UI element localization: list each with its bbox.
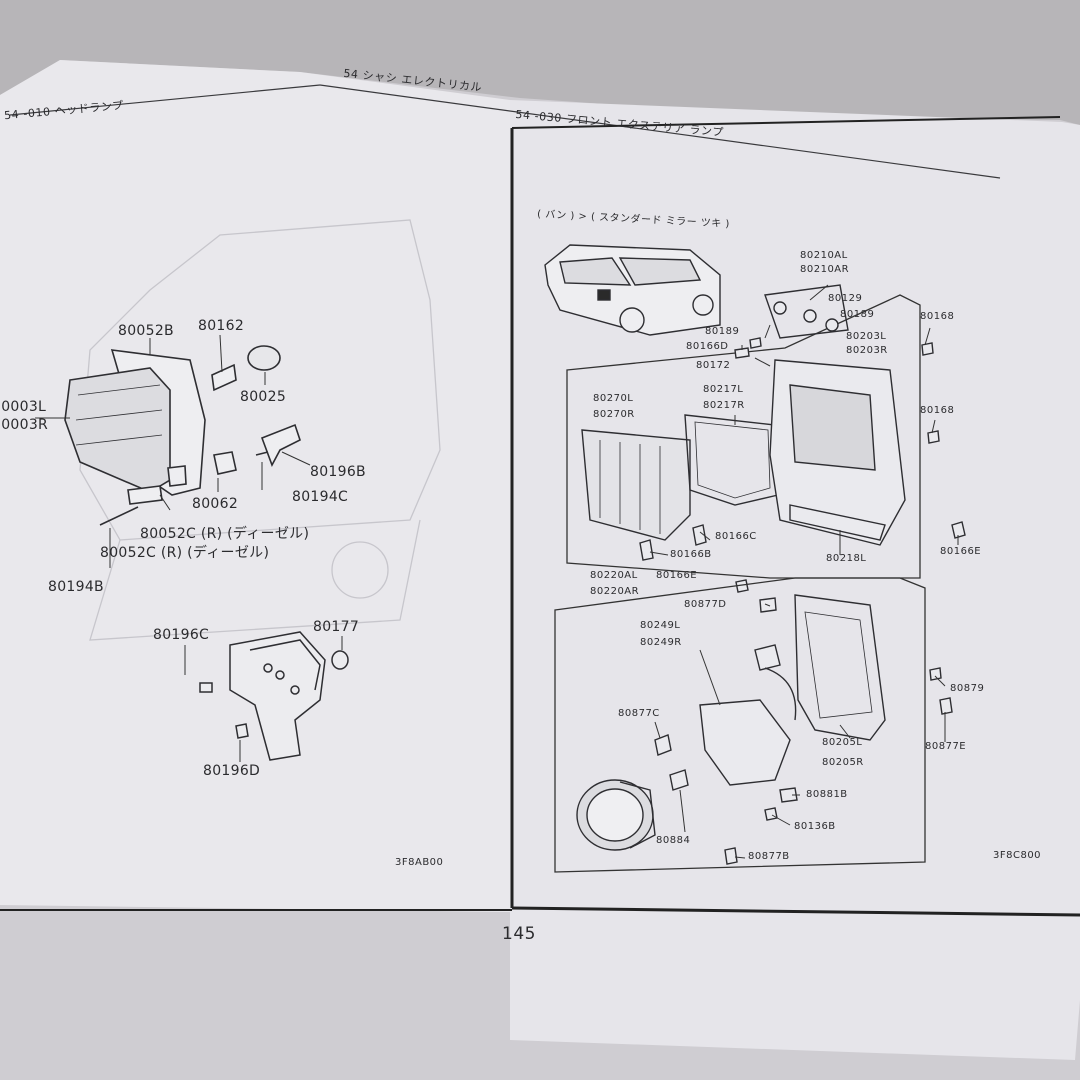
- part-label: 80203L: [846, 331, 887, 342]
- part-label: 80220AR: [590, 586, 640, 597]
- part-label: 80203R: [846, 345, 888, 356]
- part-label: 80003L: [0, 399, 47, 415]
- part-label: 80052B: [118, 323, 174, 339]
- right-leader-lines: [649, 284, 959, 859]
- part-label: 80220AL: [590, 570, 638, 581]
- part-label: 80166D: [686, 341, 729, 352]
- part-label: 80168: [920, 311, 955, 322]
- part-label: 80884: [656, 835, 691, 846]
- part-label: 80052C (R) (ディーゼル): [100, 545, 270, 561]
- part-label: 80205R: [822, 757, 864, 768]
- part-label: 80129: [828, 293, 863, 304]
- part-label: 80136B: [794, 821, 836, 832]
- page-number: 145: [502, 924, 536, 944]
- part-label: 80210AR: [800, 264, 850, 275]
- part-label: 80270R: [593, 409, 635, 420]
- part-label: 80168: [920, 405, 955, 416]
- part-label: 80249R: [640, 637, 682, 648]
- part-label: 80194C: [292, 489, 349, 505]
- left-headlamp-art: [64, 345, 301, 526]
- part-label: 80270L: [593, 393, 634, 404]
- part-label: 80196C: [153, 627, 210, 643]
- part-label: 80249L: [640, 620, 681, 631]
- part-label: 80062: [192, 496, 239, 512]
- part-label: 80877E: [925, 741, 967, 752]
- part-label: 80177: [313, 619, 360, 635]
- part-label: 80217L: [703, 384, 744, 395]
- part-label: 80052C (R) (ディーゼル): [140, 526, 310, 542]
- part-label: 80166C: [715, 531, 757, 542]
- part-label: 80166E: [940, 546, 982, 557]
- part-label: 80205L: [822, 737, 863, 748]
- right-van-sketch: [544, 244, 721, 336]
- part-label: 80877D: [684, 599, 727, 610]
- part-label: 80166B: [670, 549, 712, 560]
- part-label: 80210AL: [800, 250, 848, 261]
- part-label: 80196B: [310, 464, 366, 480]
- part-label: 80003R: [0, 417, 49, 433]
- part-label: 80877B: [748, 851, 790, 862]
- part-label: 80194B: [48, 579, 104, 595]
- figure-code: 3F8AB00: [395, 857, 444, 868]
- figure-code: 3F8C800: [993, 850, 1042, 861]
- part-label: 80189: [705, 326, 740, 337]
- part-label: 80877C: [618, 708, 660, 719]
- part-label: 80196D: [203, 763, 261, 779]
- part-label: 80189: [840, 309, 875, 320]
- fog-lamp-art: [576, 594, 953, 865]
- part-label: 80881B: [806, 789, 848, 800]
- part-label: 80162: [198, 318, 245, 334]
- part-label: 80166E: [656, 570, 698, 581]
- left-leader-lines: [35, 334, 343, 762]
- corner-lamp-art: [581, 284, 966, 593]
- part-label: 80218L: [826, 553, 867, 564]
- part-label: 80172: [696, 360, 731, 371]
- upper-group-frame: [566, 294, 921, 579]
- part-label: 80879: [950, 683, 985, 694]
- left-bracket-art: [199, 631, 349, 761]
- part-label: 80217R: [703, 400, 745, 411]
- part-label: 80025: [240, 389, 287, 405]
- lower-group-frame: [554, 577, 926, 873]
